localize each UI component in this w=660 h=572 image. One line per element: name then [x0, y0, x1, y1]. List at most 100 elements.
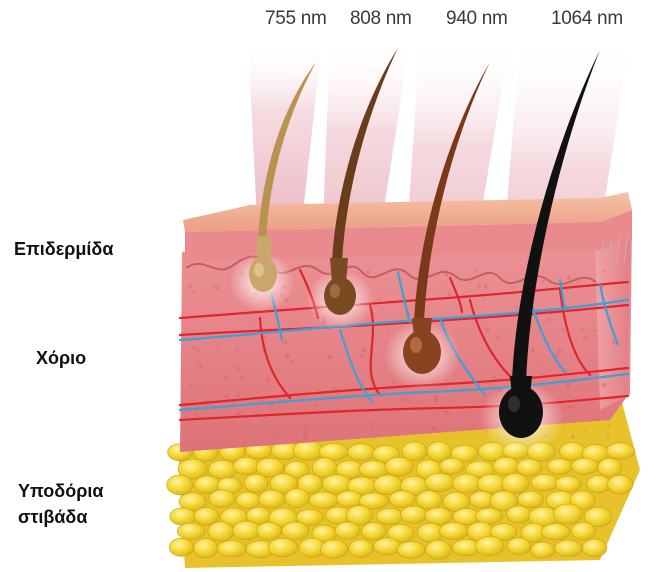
dermis-speckle: [199, 364, 203, 368]
fat-cell: [606, 443, 634, 460]
fat-cell: [547, 459, 572, 475]
dermis-speckle: [561, 328, 565, 332]
fat-cell: [425, 508, 452, 525]
fat-cell: [194, 539, 218, 558]
fat-cell: [425, 473, 455, 491]
dermis-speckle: [470, 282, 472, 284]
dermis-speckle: [568, 405, 572, 409]
dermis-speckle: [485, 327, 490, 332]
dermis-speckle: [447, 292, 451, 296]
dermis-speckle: [294, 351, 296, 353]
dermis-speckle: [304, 426, 308, 430]
dermis-speckle: [593, 329, 596, 332]
dermis-speckle: [577, 281, 580, 284]
fat-cell: [426, 540, 451, 559]
fat-cell: [208, 460, 236, 479]
dermis-speckle: [496, 335, 501, 340]
fat-cell: [309, 492, 338, 508]
dermis-speckle: [445, 410, 450, 415]
hair-bulb-940: [403, 330, 441, 374]
fat-cell: [582, 539, 607, 557]
dermis-speckle: [236, 393, 240, 397]
dermis-speckle: [235, 366, 239, 370]
dermis-speckle: [541, 280, 544, 283]
dermis-speckle: [472, 425, 474, 427]
dermis-speckle: [583, 336, 588, 341]
dermis-speckle: [444, 273, 448, 277]
dermis-speckle: [493, 376, 496, 379]
dermis-speckle: [240, 376, 244, 380]
fat-cell: [374, 538, 401, 555]
dermis-speckle: [197, 348, 200, 351]
fat-cell: [439, 522, 468, 539]
fat-cell: [555, 476, 581, 492]
fat-cell: [257, 522, 282, 539]
dermis-speckle: [264, 336, 267, 339]
dermis-speckle: [266, 377, 271, 382]
fat-cell: [177, 523, 205, 539]
fat-cell: [518, 491, 544, 508]
fat-cell: [453, 474, 482, 493]
dermis-speckle: [371, 425, 374, 428]
fat-cell: [541, 524, 570, 540]
fat-cell: [244, 474, 268, 492]
fat-cell: [217, 541, 246, 557]
fat-cell: [517, 459, 542, 476]
dermis-speckle: [557, 349, 562, 354]
dermis-speckle: [474, 269, 477, 272]
fat-cell: [493, 457, 519, 475]
dermis-speckle: [387, 331, 389, 333]
fat-cell: [476, 536, 504, 555]
dermis-speckle: [237, 411, 242, 416]
fat-cell: [440, 458, 464, 474]
fat-cell: [507, 538, 531, 555]
dermis-speckle: [432, 427, 437, 432]
fat-cell: [233, 521, 261, 540]
fat-cell: [336, 491, 362, 507]
dermis-speckle: [469, 417, 472, 420]
dermis-speckle: [602, 270, 605, 273]
dermis-speckle: [253, 356, 255, 358]
hair-bulb-1064: [499, 386, 543, 438]
fat-cell: [531, 474, 559, 491]
fat-cell: [571, 522, 595, 540]
fat-cell: [531, 542, 555, 558]
dermis-speckle: [403, 397, 407, 401]
dermis-speckle: [367, 365, 370, 368]
fat-cell: [607, 475, 632, 494]
fat-cell: [209, 490, 235, 508]
fat-cell: [233, 457, 259, 474]
dermis-speckle: [224, 375, 229, 380]
dermis-speckle: [283, 340, 288, 345]
dermis-speckle: [492, 383, 494, 385]
dermis-speckle: [188, 284, 192, 288]
fat-cell: [417, 491, 442, 510]
dermis-speckle: [236, 348, 239, 351]
fat-cell: [361, 522, 386, 540]
fat-cell: [347, 444, 375, 461]
dermis-speckle: [571, 435, 574, 438]
fat-cell: [400, 506, 427, 523]
dermis-speckle: [437, 413, 439, 415]
dermis-speckle: [408, 398, 411, 401]
dermis-speckle: [303, 432, 306, 435]
fat-cell: [170, 508, 196, 525]
fat-cell: [553, 504, 582, 524]
dermis-speckle: [304, 436, 308, 440]
hair-bulb-808: [324, 277, 356, 315]
dermis-speckle: [193, 291, 196, 294]
dermis-speckle: [360, 353, 364, 357]
dermis-speckle: [511, 287, 513, 289]
dermis-speckle: [444, 287, 446, 289]
fat-cell: [320, 540, 347, 558]
fat-cell: [208, 522, 234, 542]
dermis-speckle: [434, 399, 438, 403]
dermis-speckle: [314, 404, 317, 407]
dermis-speckle: [566, 383, 570, 387]
fat-cell: [236, 492, 261, 509]
fat-cell: [598, 458, 622, 477]
fat-cell: [169, 538, 193, 556]
fat-cell: [335, 522, 360, 539]
fat-cell: [293, 440, 323, 460]
